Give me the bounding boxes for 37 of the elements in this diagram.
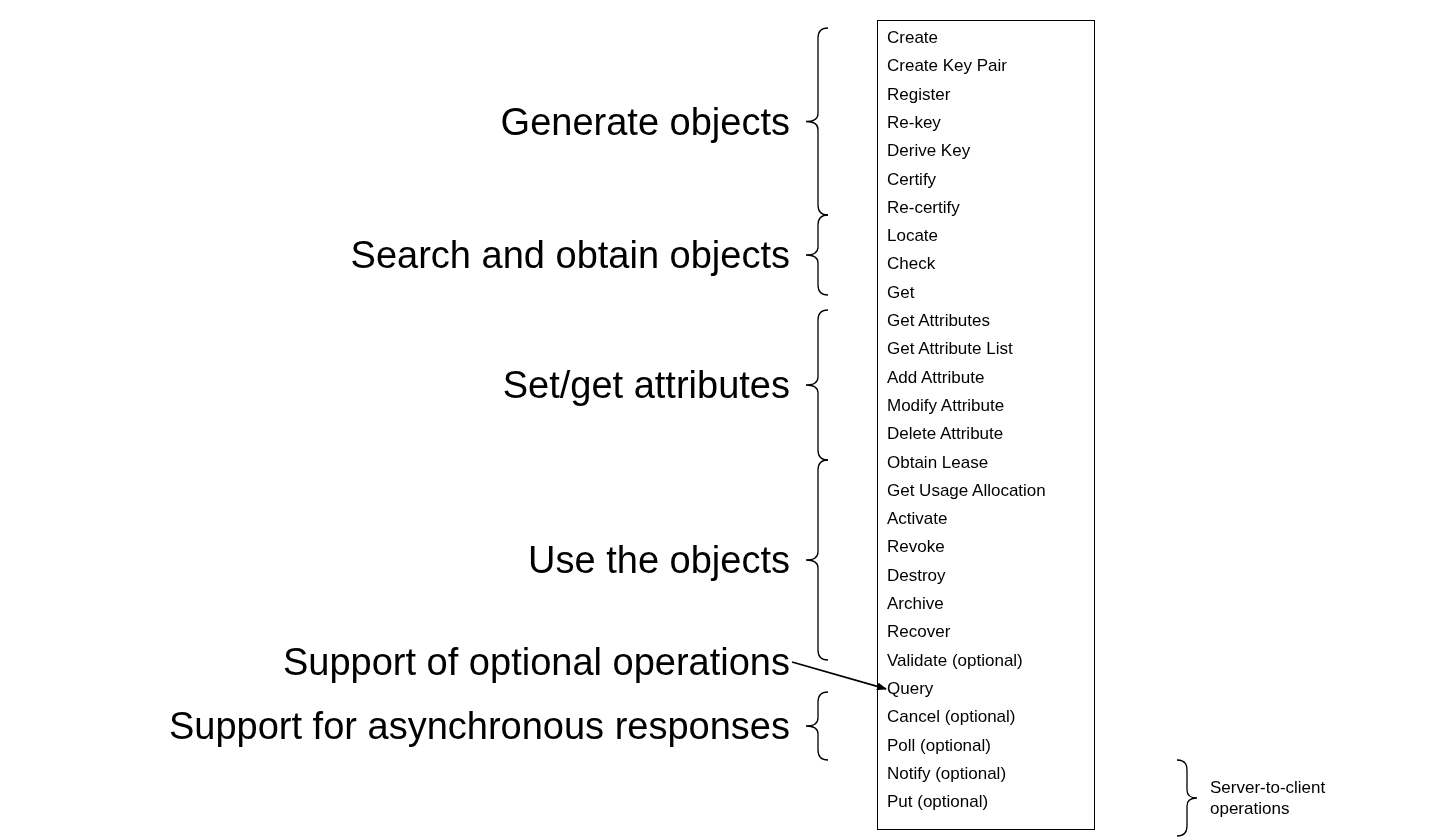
operation-name: Notify (optional) [887, 763, 1007, 784]
operation-name: Get [887, 282, 915, 303]
operation-name: Get Usage Allocation [887, 480, 1046, 501]
operation-name: Activate [887, 509, 948, 530]
operation-name: Archive [887, 594, 944, 614]
operation-name: Validate (optional) [887, 650, 1023, 671]
operation-name: Recover [887, 622, 951, 643]
operation-name: Locate [887, 226, 939, 247]
operation-name: Cancel (optional) [887, 707, 1016, 728]
operation-name: Get Attribute List [887, 339, 1013, 360]
operation-name: Get Attributes [887, 311, 990, 331]
operation-name: Register [887, 84, 951, 105]
operation-name: Create [887, 28, 939, 48]
operation-name: Revoke [887, 537, 945, 558]
group-label: Server-to-client operations [1210, 777, 1327, 819]
operation-name: Put (optional) [887, 792, 989, 813]
operation-name: Create Key Pair [887, 56, 1007, 77]
operation-name: Delete Attribute [887, 424, 1004, 445]
operation-name: Re-key [887, 112, 941, 133]
arrow [791, 661, 887, 691]
operation-name: Poll (optional) [887, 735, 991, 756]
operation-name: Add Attribute [887, 367, 985, 388]
callout-label: Support of optional operations [282, 640, 790, 684]
operation-name: Certify [887, 169, 937, 190]
group-label: Search and obtain objects [350, 233, 790, 277]
group-label: Support for asynchronous responses [168, 704, 790, 748]
operation-name: Obtain Lease [887, 452, 989, 473]
group-label: Generate objects [500, 99, 790, 144]
operation-name: Query [887, 678, 934, 699]
group-label: Use the objects [528, 538, 790, 582]
operation-name: Check [887, 254, 936, 275]
operation-name: Destroy [887, 565, 946, 586]
group-label: Set/get attributes [502, 363, 790, 407]
operation-name: Derive Key [887, 141, 971, 162]
list-box [877, 20, 1095, 830]
operation-name: Re-certify [887, 197, 960, 218]
operation-name: Modify Attribute [887, 395, 1005, 416]
